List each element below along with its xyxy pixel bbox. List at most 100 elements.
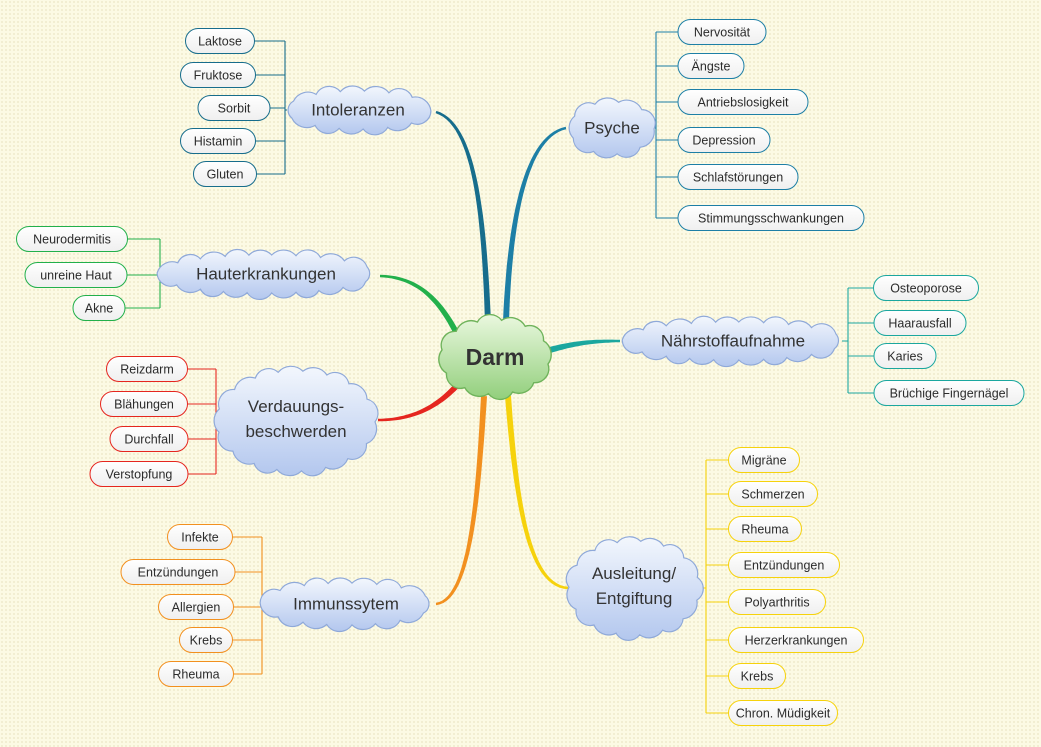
branch-connector-psyche — [503, 126, 567, 323]
subtopic-shape — [158, 661, 234, 687]
immunssytem-subtopic-node[interactable]: Entzündungen — [120, 559, 236, 585]
psyche-subtopic-node[interactable]: Antriebslosigkeit — [677, 89, 809, 115]
subtopic-label: Depression — [692, 134, 755, 148]
branch-connector-immunssytem — [435, 395, 487, 606]
ausleitung-entgiftung-subtopic-node[interactable]: Migräne — [728, 447, 800, 473]
naehrstoffaufnahme-subtopic-node[interactable]: Brüchige Fingernägel — [873, 380, 1025, 406]
ausleitung-entgiftung-subtopic-node[interactable]: Herzerkrankungen — [728, 627, 864, 653]
hauterkrankungen-subtopic-node[interactable]: unreine Haut — [24, 262, 128, 288]
main-topic-cloud — [621, 315, 840, 368]
subtopic-label: Schlafstörungen — [693, 171, 783, 185]
subtopic-shape — [24, 262, 128, 288]
main-topic-intoleranzen[interactable]: Intoleranzen — [287, 85, 432, 136]
intoleranzen-subtopic-node[interactable]: Sorbit — [197, 95, 271, 121]
subtopic-label: Stimmungsschwankungen — [698, 212, 844, 226]
central-topic[interactable]: Darm — [438, 313, 552, 401]
subtopic-shape — [180, 128, 256, 154]
branch-connector-intoleranzen — [435, 110, 491, 325]
subtopic-shape — [109, 426, 189, 452]
main-topic-verdauungsbeschwerden[interactable]: Verdauungs-beschwerden — [213, 365, 379, 477]
main-topic-label: Immunssytem — [293, 595, 399, 614]
verdauungsbeschwerden-subtopic-node[interactable]: Reizdarm — [106, 356, 188, 382]
main-topic-label: Entgiftung — [596, 589, 673, 608]
ausleitung-entgiftung-subtopic-node[interactable]: Chron. Müdigkeit — [728, 700, 838, 726]
psyche-subtopic-node[interactable]: Ängste — [677, 53, 745, 79]
subtopic-label: Krebs — [190, 634, 223, 648]
verdauungsbeschwerden-subtopic-node[interactable]: Blähungen — [100, 391, 188, 417]
main-topic-cloud — [259, 577, 430, 633]
main-topic-naehrstoffaufnahme[interactable]: Nährstoffaufnahme — [621, 315, 840, 368]
branch-connector-ausleitung-entgiftung — [505, 395, 569, 590]
naehrstoffaufnahme-subtopic-node[interactable]: Karies — [873, 343, 937, 369]
main-topic-ausleitung-entgiftung[interactable]: Ausleitung/Entgiftung — [565, 536, 704, 641]
ausleitung-entgiftung-subtopic-node[interactable]: Polyarthritis — [728, 589, 826, 615]
immunssytem-subtopic-node[interactable]: Rheuma — [158, 661, 234, 687]
immunssytem-subtopic-node[interactable]: Allergien — [158, 594, 234, 620]
subtopic-shape — [89, 461, 189, 487]
psyche-subtopic-node[interactable]: Nervosität — [677, 19, 767, 45]
subtopic-shape — [873, 380, 1025, 406]
intoleranzen-subtopic-node[interactable]: Histamin — [180, 128, 256, 154]
subtopic-shape — [185, 28, 255, 54]
subtopic-shape — [728, 516, 802, 542]
subtopic-label: Durchfall — [124, 433, 173, 447]
naehrstoffaufnahme-subtopic-node[interactable]: Osteoporose — [873, 275, 979, 301]
subtopic-shape — [120, 559, 236, 585]
subtopic-shape — [193, 161, 257, 187]
verdauungsbeschwerden-subtopic-node[interactable]: Durchfall — [109, 426, 189, 452]
intoleranzen-subtopic-node[interactable]: Gluten — [193, 161, 257, 187]
subtopic-shape — [677, 89, 809, 115]
subtopic-label: Krebs — [741, 670, 774, 684]
psyche-subtopic-node[interactable]: Schlafstörungen — [677, 164, 799, 190]
main-topic-label: Hauterkrankungen — [196, 265, 336, 284]
subtopic-shape — [728, 700, 838, 726]
subtopic-label: Rheuma — [741, 523, 788, 537]
subtopic-shape — [677, 205, 865, 231]
naehrstoffaufnahme-subtopic-node[interactable]: Haarausfall — [873, 310, 967, 336]
subtopic-label: Nervosität — [694, 26, 751, 40]
subtopic-label: Rheuma — [172, 668, 219, 682]
main-topics: IntoleranzenHauterkrankungenVerdauungs-b… — [156, 85, 840, 641]
ausleitung-entgiftung-subtopic-node[interactable]: Krebs — [728, 663, 786, 689]
subtopic-shape — [180, 62, 256, 88]
verdauungsbeschwerden-subtopic-node[interactable]: Verstopfung — [89, 461, 189, 487]
subtopic-shape — [677, 53, 745, 79]
subtopic-label: Polyarthritis — [744, 596, 809, 610]
branch-connector-hauterkrankungen — [380, 274, 461, 338]
subtopic-label: Karies — [887, 350, 922, 364]
subtopic-label: Entzündungen — [138, 566, 219, 580]
hauterkrankungen-subtopic-node[interactable]: Akne — [72, 295, 126, 321]
subtopic-label: Antriebslosigkeit — [697, 96, 789, 110]
subtopic-label: Chron. Müdigkeit — [736, 707, 831, 721]
subtopic-shape — [197, 95, 271, 121]
ausleitung-entgiftung-subtopic-node[interactable]: Entzündungen — [728, 552, 840, 578]
main-topic-immunssytem[interactable]: Immunssytem — [259, 577, 430, 633]
intoleranzen-subtopic-node[interactable]: Fruktose — [180, 62, 256, 88]
subtopic-shape — [728, 627, 864, 653]
subtopic-shape — [167, 524, 233, 550]
subtopic-label: Verstopfung — [106, 468, 173, 482]
immunssytem-subtopic-node[interactable]: Infekte — [167, 524, 233, 550]
psyche-subtopic-node[interactable]: Stimmungsschwankungen — [677, 205, 865, 231]
main-topic-psyche[interactable]: Psyche — [568, 97, 656, 159]
hauterkrankungen-subtopic-node[interactable]: Neurodermitis — [16, 226, 128, 252]
subtopic-label: Schmerzen — [741, 488, 804, 502]
ausleitung-entgiftung-subtopic-node[interactable]: Schmerzen — [728, 481, 818, 507]
main-topic-cloud — [287, 85, 432, 136]
subtopic-label: Blähungen — [114, 398, 174, 412]
subtopic-shape — [677, 127, 771, 153]
subtopic-shape — [728, 663, 786, 689]
main-topic-hauterkrankungen[interactable]: Hauterkrankungen — [156, 248, 371, 301]
subtopic-label: Reizdarm — [120, 363, 174, 377]
psyche-subtopic-node[interactable]: Depression — [677, 127, 771, 153]
immunssytem-subtopic-node[interactable]: Krebs — [179, 627, 233, 653]
intoleranzen-subtopic-node[interactable]: Laktose — [185, 28, 255, 54]
ausleitung-entgiftung-subtopic-node[interactable]: Rheuma — [728, 516, 802, 542]
central-topic-cloud — [438, 313, 552, 401]
subtopic-shape — [158, 594, 234, 620]
main-topic-label: Intoleranzen — [311, 101, 405, 120]
subtopic-bracket-intoleranzen — [254, 40, 287, 175]
subtopic-shape — [873, 343, 937, 369]
subtopic-label: Sorbit — [218, 102, 251, 116]
